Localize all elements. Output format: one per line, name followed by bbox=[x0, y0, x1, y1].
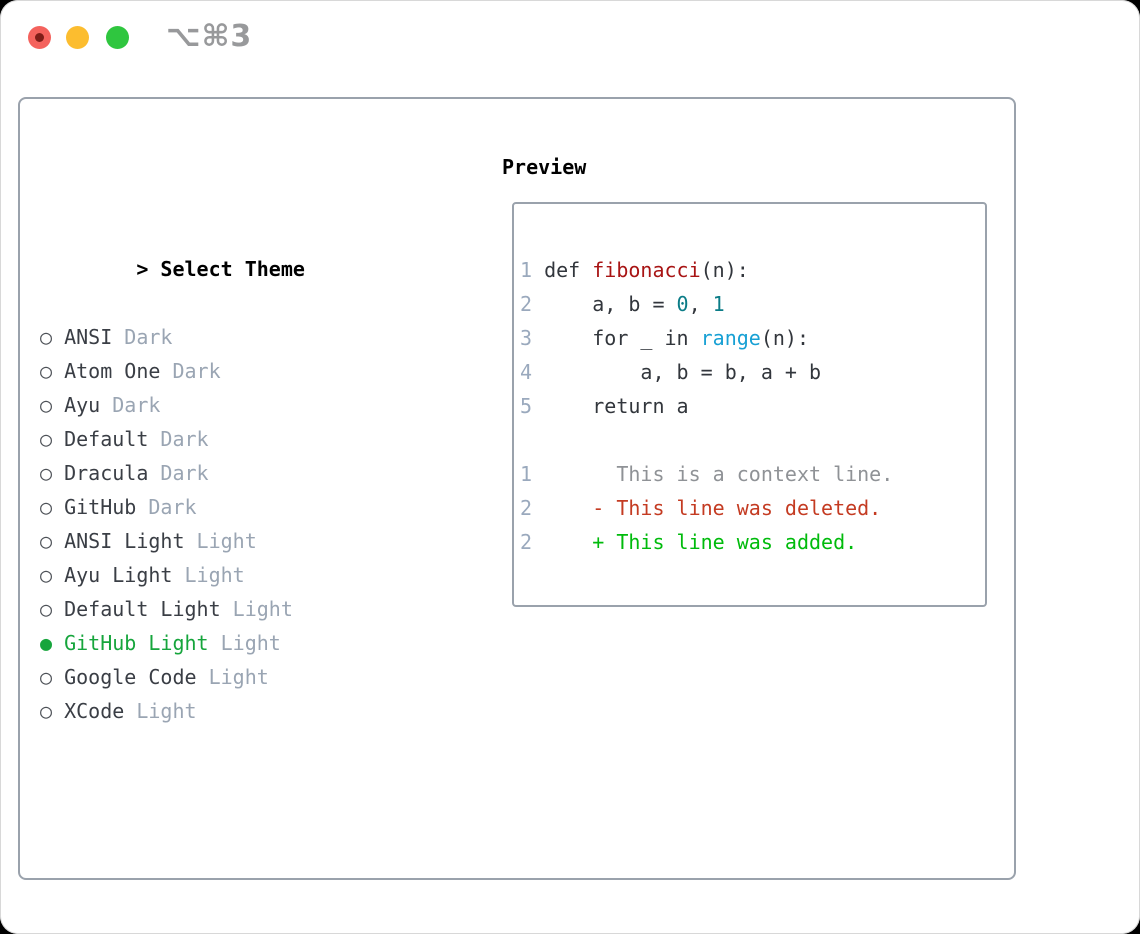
code-line: 4 a, b = b, a + b bbox=[520, 355, 977, 389]
theme-name: Dracula bbox=[64, 461, 149, 485]
theme-variant-badge: Light bbox=[220, 597, 293, 621]
radio-icon: ○ bbox=[40, 563, 65, 587]
theme-variant-badge: Light bbox=[124, 699, 197, 723]
theme-option[interactable]: ○ Ayu Light Light bbox=[40, 558, 460, 592]
minimize-button[interactable] bbox=[66, 26, 89, 49]
code-token: a, b = b, a + b bbox=[544, 360, 822, 384]
line-number: 3 bbox=[520, 326, 533, 350]
radio-icon: ○ bbox=[40, 529, 65, 553]
theme-option[interactable]: ○ Dracula Dark bbox=[40, 456, 460, 490]
radio-icon: ○ bbox=[40, 427, 65, 451]
theme-name: GitHub bbox=[64, 495, 137, 519]
theme-option[interactable]: ● GitHub Light Light bbox=[40, 626, 460, 660]
theme-option[interactable]: ○ GitHub Dark bbox=[40, 490, 460, 524]
theme-name: ANSI bbox=[64, 325, 113, 349]
line-number: 5 bbox=[520, 394, 533, 418]
code-line: 2 + This line was added. bbox=[520, 525, 977, 559]
radio-selected-icon: ● bbox=[40, 631, 65, 655]
theme-name: XCode bbox=[64, 699, 125, 723]
theme-option[interactable]: ○ Atom One Dark bbox=[40, 354, 460, 388]
code-token: (n): bbox=[760, 326, 810, 350]
theme-option[interactable]: ○ Google Code Light bbox=[40, 660, 460, 694]
titlebar: ⌥⌘3 bbox=[0, 0, 1140, 74]
line-number: 1 bbox=[520, 462, 533, 486]
close-button[interactable] bbox=[28, 26, 51, 49]
theme-list: ○ ANSI Dark○ Atom One Dark○ Ayu Dark○ De… bbox=[40, 320, 460, 728]
select-theme-header: > Select Theme bbox=[40, 218, 460, 281]
theme-name: Default bbox=[64, 427, 149, 451]
code-line: 3 for _ in range(n): bbox=[520, 321, 977, 355]
code-token: 1 bbox=[712, 292, 725, 316]
theme-name: Default Light bbox=[64, 597, 221, 621]
theme-option[interactable]: ○ Ayu Dark bbox=[40, 388, 460, 422]
keyboard-shortcut-label: ⌥⌘3 bbox=[166, 19, 253, 54]
theme-list-column: >Select Theme ○ ANSI Dark○ Atom One Dark… bbox=[40, 150, 460, 934]
code-line: 2 - This line was deleted. bbox=[520, 491, 977, 525]
radio-icon: ○ bbox=[40, 393, 65, 417]
code-token: (n): bbox=[700, 258, 749, 282]
prompt-icon: > bbox=[136, 257, 149, 281]
theme-variant-badge: Light bbox=[172, 563, 245, 587]
line-number: 2 bbox=[520, 496, 533, 520]
radio-icon: ○ bbox=[40, 359, 65, 383]
code-token: - This line was deleted. bbox=[544, 496, 882, 520]
line-number: 1 bbox=[520, 258, 533, 282]
theme-option[interactable]: ○ Default Light Light bbox=[40, 592, 460, 626]
radio-icon: ○ bbox=[40, 461, 65, 485]
code-token: , bbox=[688, 292, 713, 316]
code-token: return a bbox=[544, 394, 689, 418]
theme-name: Ayu bbox=[64, 393, 101, 417]
code-token: fibonacci bbox=[592, 258, 701, 282]
zoom-button[interactable] bbox=[106, 26, 129, 49]
spacer bbox=[40, 796, 460, 830]
radio-icon: ○ bbox=[40, 325, 65, 349]
theme-variant-badge: Dark bbox=[136, 495, 197, 519]
code-token: def bbox=[544, 258, 593, 282]
code-line: 1 def fibonacci(n): bbox=[520, 253, 977, 287]
theme-variant-badge: Light bbox=[184, 529, 257, 553]
theme-name: Atom One bbox=[64, 359, 161, 383]
code-line bbox=[520, 423, 977, 457]
code-token: This is a context line. bbox=[544, 462, 894, 486]
code-token: for _ in bbox=[544, 326, 701, 350]
apply-to-header: Apply To bbox=[40, 898, 460, 932]
theme-name: ANSI Light bbox=[64, 529, 185, 553]
radio-icon: ○ bbox=[40, 665, 65, 689]
theme-name: GitHub Light bbox=[64, 631, 209, 655]
theme-option[interactable]: ○ XCode Light bbox=[40, 694, 460, 728]
radio-icon: ○ bbox=[40, 495, 65, 519]
line-number: 2 bbox=[520, 292, 533, 316]
theme-variant-badge: Light bbox=[208, 631, 281, 655]
theme-variant-badge: Dark bbox=[160, 359, 221, 383]
theme-name: Google Code bbox=[64, 665, 197, 689]
code-token: + This line was added. bbox=[544, 530, 858, 554]
theme-variant-badge: Dark bbox=[100, 393, 161, 417]
theme-option[interactable]: ○ Default Dark bbox=[40, 422, 460, 456]
code-token: 0 bbox=[676, 292, 689, 316]
theme-variant-badge: Dark bbox=[148, 461, 209, 485]
theme-option[interactable]: ○ ANSI Light Light bbox=[40, 524, 460, 558]
line-number: 2 bbox=[520, 530, 533, 554]
theme-variant-badge: Dark bbox=[148, 427, 209, 451]
radio-icon: ○ bbox=[40, 699, 65, 723]
radio-icon: ○ bbox=[40, 597, 65, 621]
code-line: 2 a, b = 0, 1 bbox=[520, 287, 977, 321]
select-theme-title: Select Theme bbox=[160, 257, 305, 281]
code-line: 1 This is a context line. bbox=[520, 457, 977, 491]
code-token: a, b = bbox=[544, 292, 677, 316]
theme-option[interactable]: ○ ANSI Dark bbox=[40, 320, 460, 354]
code-line: 5 return a bbox=[520, 389, 977, 423]
theme-picker-panel: >Select Theme ○ ANSI Dark○ Atom One Dark… bbox=[18, 97, 1016, 880]
preview-title: Preview bbox=[502, 155, 587, 179]
line-number: 4 bbox=[520, 360, 533, 384]
theme-variant-badge: Dark bbox=[112, 325, 173, 349]
theme-variant-badge: Light bbox=[196, 665, 269, 689]
theme-name: Ayu Light bbox=[64, 563, 173, 587]
code-token: range bbox=[700, 326, 761, 350]
